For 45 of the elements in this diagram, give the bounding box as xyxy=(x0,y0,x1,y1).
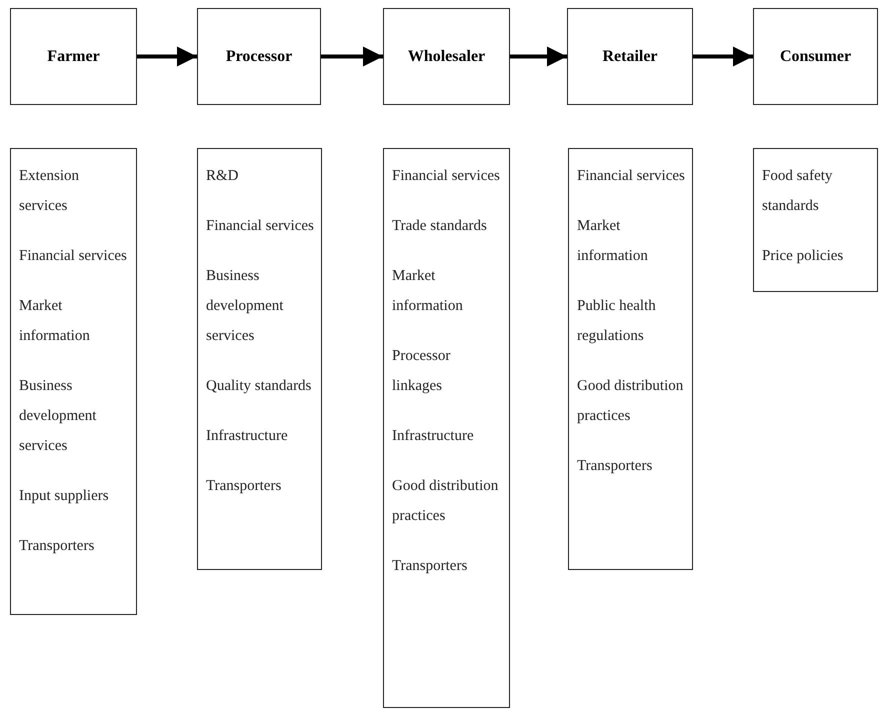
list-item: Good distribution practices xyxy=(577,377,684,426)
stage-label: Wholesaler xyxy=(408,48,486,66)
list-item: Quality standards xyxy=(206,377,312,396)
list-box xyxy=(568,148,693,570)
stage-box xyxy=(753,8,878,105)
list-item: Good distribution practices xyxy=(392,477,500,526)
list-item: Infrastructure xyxy=(206,427,289,446)
list-item: Financial services xyxy=(577,167,686,186)
list-item: Transporters xyxy=(577,457,654,476)
stage-box xyxy=(383,8,510,105)
arrow xyxy=(321,46,383,66)
list-item: R&D xyxy=(206,167,240,186)
arrow xyxy=(137,46,197,66)
stage-label: Processor xyxy=(226,48,292,66)
list-item: Extension services xyxy=(19,167,80,216)
list-item: Processor linkages xyxy=(392,347,452,396)
list-item: Infrastructure xyxy=(392,427,475,446)
list-item: Food safety standards xyxy=(762,167,834,216)
list-item: Public health regulations xyxy=(577,297,657,346)
list-box xyxy=(10,148,137,615)
list-item: Business development services xyxy=(19,377,98,456)
list-item: Transporters xyxy=(206,477,282,496)
list-item: Transporters xyxy=(19,537,96,556)
list-box xyxy=(753,148,878,292)
list-item: Financial services xyxy=(19,247,128,266)
list-item: Market information xyxy=(577,217,649,266)
list-item: Trade standards xyxy=(392,217,488,236)
list-item: Market information xyxy=(392,267,464,316)
list-item: Financial services xyxy=(392,167,501,186)
list-item: Price policies xyxy=(762,247,844,266)
list-box xyxy=(383,148,510,708)
arrow xyxy=(693,46,753,66)
list-item: Input suppliers xyxy=(19,487,110,506)
arrow xyxy=(510,46,567,66)
stage-box xyxy=(197,8,321,105)
stage-label: Consumer xyxy=(780,48,852,66)
stage-box xyxy=(567,8,693,105)
list-box xyxy=(197,148,322,570)
list-item: Financial services xyxy=(206,217,315,236)
list-item: Transporters xyxy=(392,557,468,576)
list-item: Market information xyxy=(19,297,91,346)
list-item: Business development services xyxy=(206,267,284,346)
stage-label: Farmer xyxy=(47,48,100,66)
stage-label: Retailer xyxy=(602,48,658,66)
stage-box xyxy=(10,8,137,105)
